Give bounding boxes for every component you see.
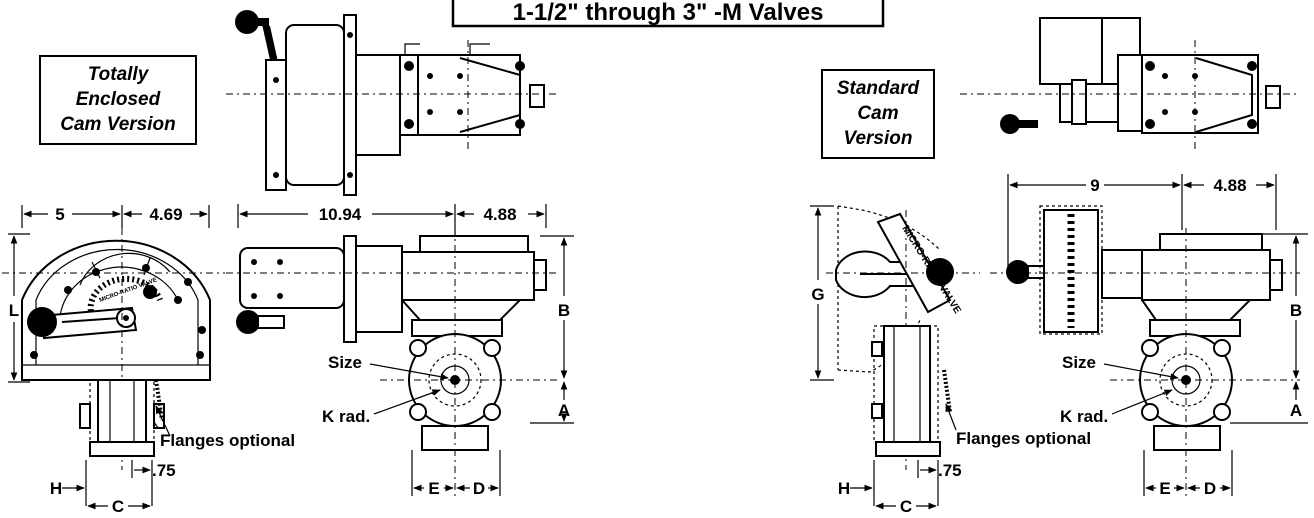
right-side-view: 9 4.88 B A bbox=[990, 174, 1308, 500]
dim-right-G: G bbox=[811, 285, 824, 304]
right-krad-label: K rad. bbox=[1060, 407, 1108, 426]
version-left-line3: Cam Version bbox=[60, 114, 175, 135]
dim-right-9: 9 bbox=[1090, 176, 1099, 195]
dim-right-E: E bbox=[1159, 479, 1170, 498]
dim-right-H: H bbox=[838, 479, 850, 498]
title-box: 1-1/2" through 3" -M Valves bbox=[451, 0, 885, 28]
left-side-view: 10.94 4.88 B bbox=[226, 204, 574, 500]
dim-left-4-88: 4.88 bbox=[483, 205, 516, 224]
dim-right-C: C bbox=[900, 497, 912, 516]
left-krad-label: K rad. bbox=[322, 407, 370, 426]
version-right-line1: Standard bbox=[837, 78, 920, 99]
version-label-right: Standard Cam Version bbox=[821, 69, 935, 159]
dim-left-D: D bbox=[473, 479, 485, 498]
dim-L: L bbox=[9, 301, 19, 320]
dim-left-4-69: 4.69 bbox=[149, 205, 182, 224]
dim-left-A: A bbox=[558, 401, 570, 420]
left-size-label: Size bbox=[328, 353, 362, 372]
version-left-line1: Totally bbox=[88, 64, 150, 85]
dim-left-B: B bbox=[558, 301, 570, 320]
left-top-view bbox=[226, 10, 560, 196]
dim-left-5: 5 bbox=[55, 205, 64, 224]
dim-left-C: C bbox=[112, 497, 124, 516]
right-flanges-optional: Flanges optional bbox=[956, 429, 1091, 448]
version-right-line2: Cam bbox=[857, 103, 898, 124]
left-flanges-optional: Flanges optional bbox=[160, 431, 295, 450]
dim-right-A: A bbox=[1290, 401, 1302, 420]
dim-right-75: .75 bbox=[938, 461, 962, 480]
dim-left-75: .75 bbox=[152, 461, 176, 480]
dim-right-D: D bbox=[1204, 479, 1216, 498]
version-left-line2: Enclosed bbox=[76, 89, 161, 110]
dim-right-B: B bbox=[1290, 301, 1302, 320]
dim-left-H: H bbox=[50, 479, 62, 498]
left-front-view: 5 4.69 L bbox=[2, 205, 295, 516]
dim-left-E: E bbox=[428, 479, 439, 498]
dim-left-10-94: 10.94 bbox=[319, 205, 362, 224]
right-size-label: Size bbox=[1062, 353, 1096, 372]
version-label-left: Totally Enclosed Cam Version bbox=[39, 55, 197, 145]
right-top-view bbox=[960, 17, 1300, 150]
right-front-view: G Flanges optional H C .75 bbox=[810, 205, 1091, 516]
version-right-line3: Version bbox=[844, 128, 913, 149]
page-title: 1-1/2" through 3" -M Valves bbox=[513, 0, 824, 26]
dim-right-4-88: 4.88 bbox=[1213, 176, 1246, 195]
